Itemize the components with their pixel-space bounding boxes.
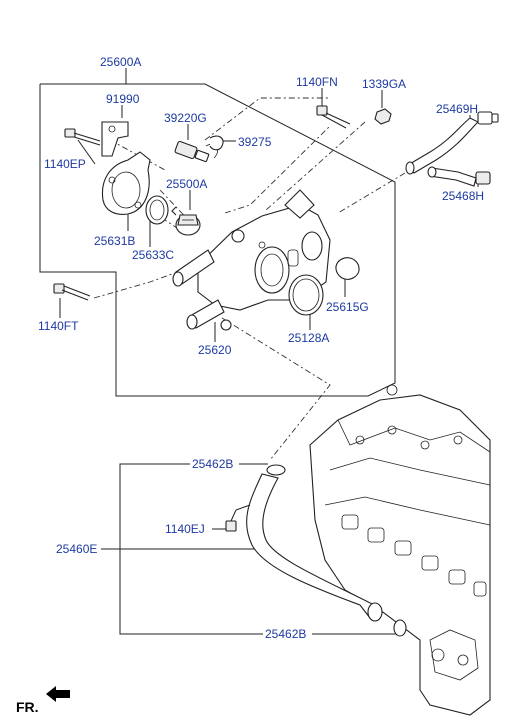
bolt-1140EP bbox=[64, 128, 101, 146]
label-91990: 91990 bbox=[106, 92, 140, 106]
label-39220G: 39220G bbox=[164, 111, 207, 125]
label-25633C: 25633C bbox=[132, 248, 174, 262]
bolt-1140FN bbox=[316, 105, 351, 129]
leader-lines bbox=[59, 68, 479, 635]
label-1140EP: 1140EP bbox=[44, 157, 86, 171]
label-25620: 25620 bbox=[198, 343, 232, 357]
nut-1339GA bbox=[374, 108, 392, 125]
label-1339GA: 1339GA bbox=[362, 77, 406, 91]
front-direction-label: FR. bbox=[16, 699, 39, 715]
label-39275: 39275 bbox=[238, 135, 272, 149]
gasket-25128A bbox=[288, 274, 324, 316]
label-25468H: 25468H bbox=[442, 189, 484, 203]
label-25631B: 25631B bbox=[94, 234, 135, 248]
label-25469H: 25469H bbox=[436, 102, 478, 116]
gasket-25615G bbox=[335, 257, 360, 280]
temp-sensor-39220G bbox=[174, 140, 219, 163]
lower-coolant-hose bbox=[225, 464, 407, 637]
hose-25468H bbox=[427, 166, 491, 187]
label-25460E: 25460E bbox=[56, 542, 97, 556]
thermostat-cover bbox=[101, 151, 169, 225]
label-1140FN: 1140FN bbox=[296, 75, 338, 89]
label-25462B-top: 25462B bbox=[192, 457, 233, 471]
assembly-group-outline bbox=[39, 83, 396, 397]
label-25462B-bottom: 25462B bbox=[265, 627, 306, 641]
arrow-left-icon bbox=[46, 686, 70, 702]
label-25615G: 25615G bbox=[326, 300, 369, 314]
relation-lines bbox=[93, 97, 406, 461]
label-1140EJ: 1140EJ bbox=[165, 522, 205, 536]
clip-39275 bbox=[209, 135, 224, 151]
bolt-1140FT bbox=[53, 283, 91, 301]
label-25128A: 25128A bbox=[288, 331, 329, 345]
label-1140FT: 1140FT bbox=[38, 319, 79, 333]
thermostat-25500A bbox=[171, 206, 201, 236]
bracket-91990 bbox=[101, 121, 129, 157]
label-25500A: 25500A bbox=[166, 177, 207, 191]
hose-25469H bbox=[405, 111, 499, 175]
engine-block bbox=[309, 384, 491, 716]
label-25600A: 25600A bbox=[100, 55, 141, 69]
